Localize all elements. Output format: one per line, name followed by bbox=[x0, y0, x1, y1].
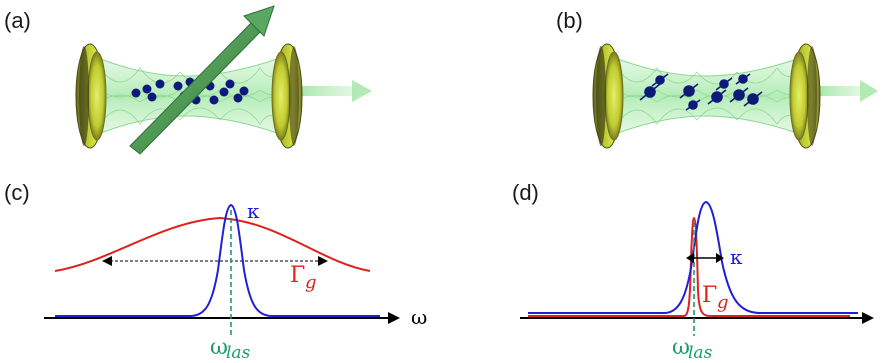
gain-curve-c bbox=[54, 216, 371, 272]
gamma-label-c: Γ bbox=[290, 263, 305, 288]
dipole-atom bbox=[743, 91, 763, 107]
output-arrow-a bbox=[300, 80, 372, 102]
kappa-curve-c bbox=[55, 203, 380, 317]
dipole-atoms-b bbox=[639, 73, 763, 111]
dipole-atom bbox=[679, 83, 699, 99]
right-mirror-a bbox=[271, 43, 303, 149]
panel-a: (a) bbox=[4, 5, 372, 155]
omega-las-sub-d: las bbox=[688, 343, 713, 363]
panel-d-label: (d) bbox=[512, 180, 539, 205]
omega-las-label-c: ω bbox=[210, 335, 228, 360]
frequency-axis-c bbox=[44, 312, 400, 324]
dipole-atom bbox=[651, 73, 669, 87]
gamma-label-d: Γ bbox=[702, 283, 717, 308]
panel-b: (b) bbox=[556, 8, 878, 149]
atom bbox=[225, 79, 235, 89]
cavity-beam bbox=[614, 57, 801, 135]
panel-c-label: (c) bbox=[4, 180, 30, 205]
left-mirror-a bbox=[75, 43, 107, 149]
kappa-width-arrow-d bbox=[686, 253, 724, 263]
pump-arrow bbox=[129, 5, 275, 155]
dipole-atom bbox=[729, 87, 749, 103]
panel-a-label: (a) bbox=[4, 8, 31, 33]
left-mirror-b bbox=[592, 43, 624, 149]
frequency-axis-d bbox=[520, 312, 874, 324]
atom bbox=[233, 93, 243, 103]
kappa-label-d: κ bbox=[730, 245, 743, 269]
gamma-sub-d: g bbox=[717, 292, 729, 313]
gamma-sub-c: g bbox=[305, 272, 317, 293]
kappa-label-c: κ bbox=[247, 199, 260, 223]
dipole-atom bbox=[707, 89, 727, 105]
atom bbox=[131, 88, 141, 98]
panel-b-label: (b) bbox=[556, 8, 583, 33]
dipole-atom bbox=[715, 77, 733, 91]
omega-axis-label: ω bbox=[411, 305, 427, 329]
atom bbox=[239, 86, 249, 96]
atom bbox=[147, 92, 157, 102]
omega-las-sub-c: las bbox=[226, 343, 251, 363]
atom bbox=[209, 95, 219, 105]
kappa-curve-d bbox=[528, 200, 858, 314]
dipole-atom bbox=[685, 99, 701, 111]
omega-las-label-d: ω bbox=[672, 335, 690, 360]
atom bbox=[219, 87, 229, 97]
atom bbox=[142, 84, 152, 94]
dipole-atom bbox=[735, 73, 751, 85]
output-arrow-b bbox=[818, 80, 878, 102]
panel-c: (c) ω κ Γ g ω las bbox=[4, 180, 427, 363]
atom bbox=[155, 79, 165, 89]
atom bbox=[173, 81, 183, 91]
panel-d: (d) κ Γ g ω las bbox=[512, 180, 874, 363]
dipole-atom bbox=[639, 83, 661, 101]
gain-curve-d bbox=[528, 216, 850, 317]
gain-width-arrow-c bbox=[102, 256, 328, 266]
right-mirror-b bbox=[789, 43, 821, 149]
